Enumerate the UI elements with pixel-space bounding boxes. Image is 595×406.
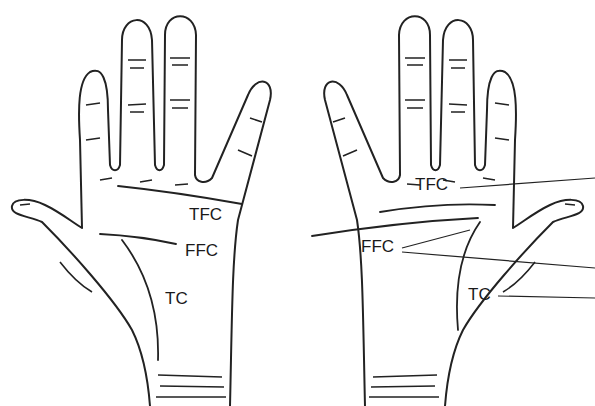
crease-label: TFC (414, 175, 449, 195)
palm-creases (100, 186, 495, 360)
crease-label: TFC (188, 205, 223, 225)
leader-lines (402, 178, 595, 298)
left-hand (12, 16, 271, 406)
crease-label: FFC (184, 241, 219, 261)
crease-label: TC (467, 285, 492, 305)
right-hand (324, 16, 583, 406)
crease-label: TC (164, 289, 189, 309)
crease-label: FFC (360, 237, 395, 257)
